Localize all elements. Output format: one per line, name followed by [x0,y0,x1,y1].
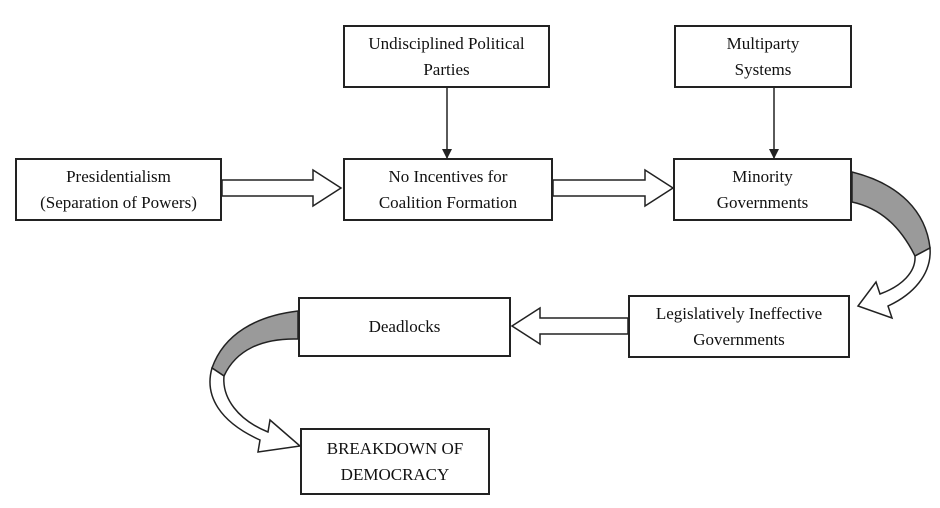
curved-arrow-shade-left [211,310,299,378]
node-no-incentives: No Incentives for Coalition Formation [343,158,553,221]
curved-arrow-right [856,246,931,320]
node-deadlocks: Deadlocks [298,297,511,357]
curved-arrow-shade-right [851,171,931,258]
block-arrow-legislatively-to-deadlocks [510,306,629,346]
node-presidentialism: Presidentialism (Separation of Powers) [15,158,222,221]
node-legislatively-ineffective-label: Legislatively Ineffective Governments [655,303,823,349]
node-multiparty-systems-label: Multiparty Systems [726,33,800,79]
block-arrow-presidentialism-to-incentives [221,168,343,208]
node-undisciplined-political-parties: Undisciplined Political Parties [343,25,550,88]
node-deadlocks-label: Deadlocks [368,317,441,336]
node-breakdown-of-democracy: BREAKDOWN OF DEMOCRACY [300,428,490,495]
node-breakdown-of-democracy-label: BREAKDOWN OF DEMOCRACY [326,438,464,484]
node-minority-governments-label: Minority Governments [716,166,809,212]
block-arrow-incentives-to-minority [552,168,675,208]
curved-arrow-left [209,366,302,453]
node-undisciplined-political-parties-label: Undisciplined Political Parties [368,33,525,79]
node-minority-governments: Minority Governments [673,158,852,221]
node-presidentialism-label: Presidentialism (Separation of Powers) [40,166,197,212]
node-legislatively-ineffective: Legislatively Ineffective Governments [628,295,850,358]
node-no-incentives-label: No Incentives for Coalition Formation [378,166,518,212]
node-multiparty-systems: Multiparty Systems [674,25,852,88]
